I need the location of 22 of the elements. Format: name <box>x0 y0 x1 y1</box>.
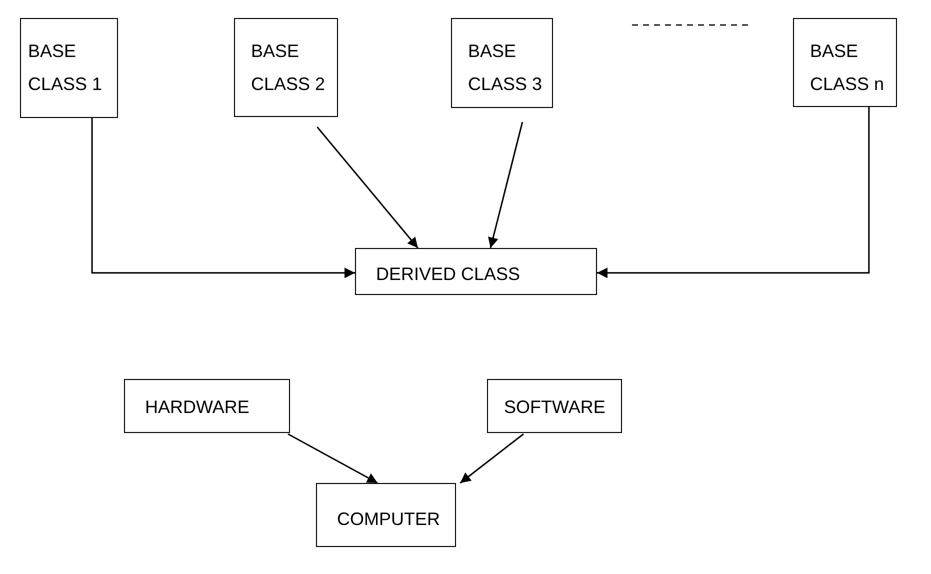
class-box <box>355 248 597 295</box>
class-name: SOFTWARE <box>504 396 606 418</box>
class-box <box>20 18 118 118</box>
arrow <box>316 126 418 248</box>
class-name: BASE CLASS n <box>810 40 886 96</box>
class-name: BASE CLASS 1 <box>28 40 104 96</box>
arrow <box>288 433 378 484</box>
class-box <box>234 18 338 117</box>
class-name: COMPUTER <box>337 508 440 530</box>
class-name: HARDWARE <box>145 396 250 418</box>
arrow <box>597 107 870 278</box>
arrow <box>91 118 355 278</box>
class-box <box>451 18 553 108</box>
class-box <box>793 18 897 107</box>
class-box <box>316 483 456 547</box>
class-name: BASE CLASS 2 <box>251 40 326 96</box>
arrow <box>488 122 524 248</box>
class-box <box>487 379 622 433</box>
arrow <box>460 433 524 484</box>
class-box <box>124 379 290 433</box>
class-name: DERIVED CLASS <box>376 263 520 285</box>
class-name: BASE CLASS 3 <box>468 40 544 96</box>
